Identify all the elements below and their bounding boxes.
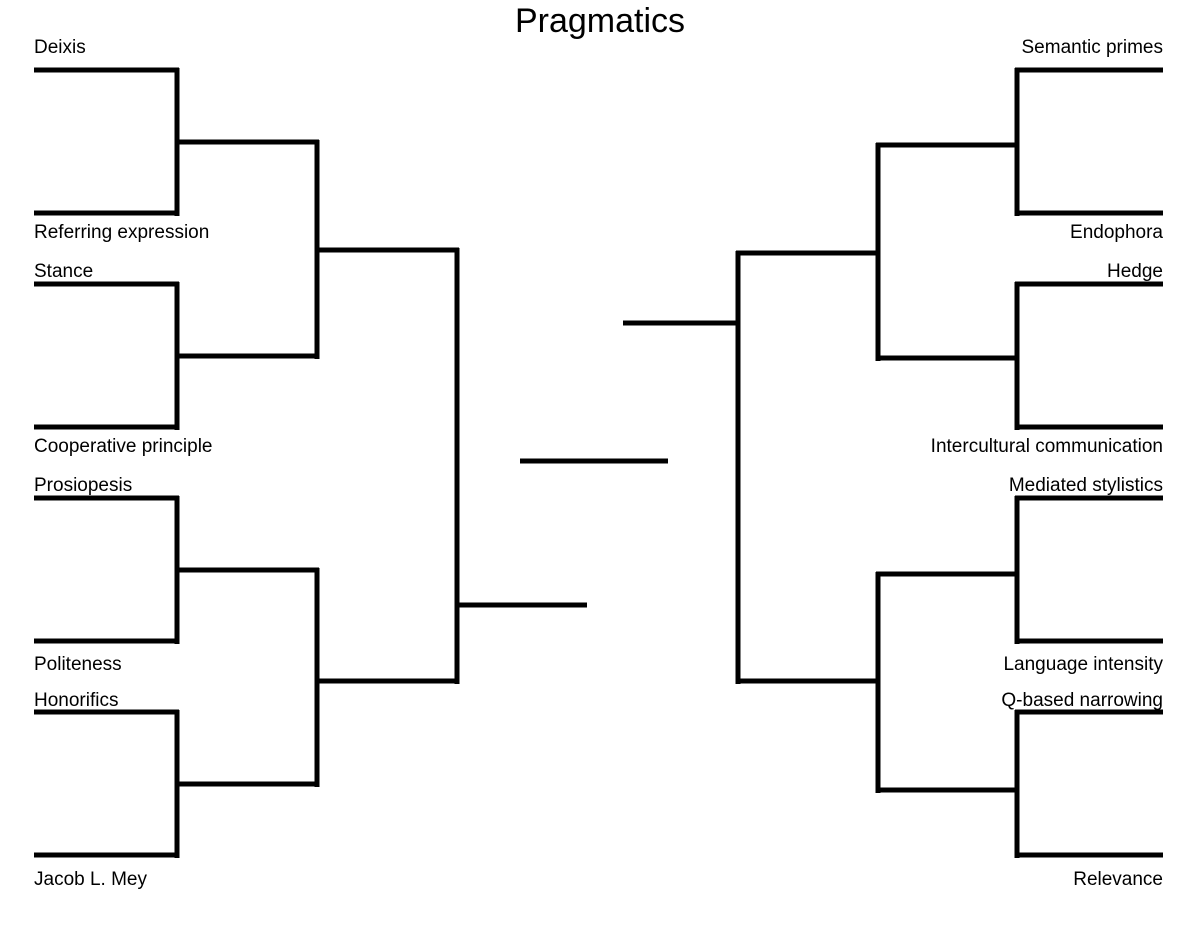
left-seed-label-8: Jacob L. Mey	[34, 869, 147, 890]
left-seed-label-3: Stance	[34, 261, 94, 282]
right-seed-label-6: Language intensity	[1003, 654, 1163, 675]
right-seed-label-4: Intercultural communication	[930, 436, 1163, 457]
page-title: Pragmatics	[514, 2, 686, 40]
right-seed-label-5: Mediated stylistics	[1008, 475, 1163, 496]
left-seed-label-4: Cooperative principle	[34, 436, 213, 457]
right-seed-label-1: Semantic primes	[1021, 37, 1164, 58]
left-seed-label-5: Prosiopesis	[34, 475, 133, 496]
left-seed-label-2: Referring expression	[34, 222, 210, 243]
left-seed-label-6: Politeness	[34, 654, 122, 675]
right-seed-label-7: Q-based narrowing	[1001, 690, 1163, 711]
right-seed-label-2: Endophora	[1070, 222, 1163, 243]
right-seed-label-3: Hedge	[1107, 261, 1163, 282]
right-seed-label-8: Relevance	[1073, 869, 1163, 890]
left-seed-label-7: Honorifics	[34, 690, 119, 711]
left-seed-label-1: Deixis	[34, 37, 86, 58]
